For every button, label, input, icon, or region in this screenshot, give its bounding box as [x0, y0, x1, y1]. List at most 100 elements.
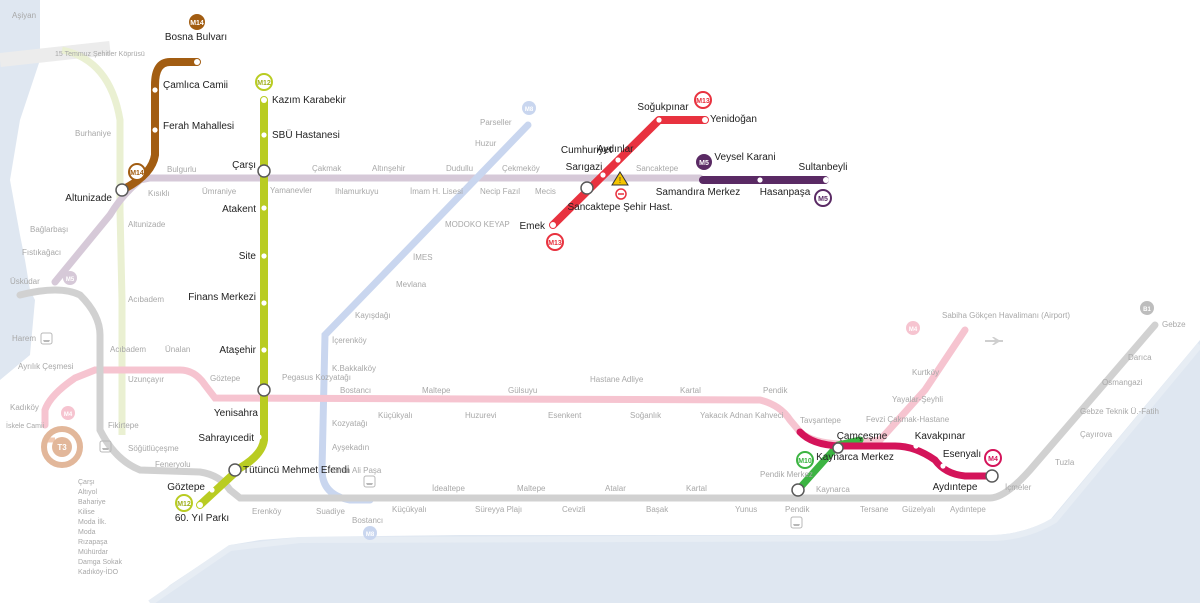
- airport-icon: [985, 337, 1003, 345]
- no-entry-icon: [615, 188, 627, 200]
- label-atasehir[interactable]: Ataşehir: [219, 345, 256, 356]
- label-sarigazi[interactable]: Sarıgazi: [566, 162, 603, 173]
- svg-text:Gebze Teknik Ü.-Fatih: Gebze Teknik Ü.-Fatih: [1080, 407, 1159, 416]
- svg-text:Uzunçayır: Uzunçayır: [128, 375, 164, 384]
- svg-text:M4: M4: [64, 412, 73, 418]
- svg-text:Feneryolu: Feneryolu: [155, 460, 191, 469]
- label-goztepe[interactable]: Göztepe: [167, 482, 205, 493]
- svg-text:İmam H. Lisesi: İmam H. Lisesi: [410, 187, 463, 196]
- svg-text:Kurtköy: Kurtköy: [912, 368, 939, 377]
- label-finans-merkezi[interactable]: Finans Merkezi: [188, 292, 256, 303]
- svg-text:M4: M4: [988, 456, 998, 463]
- svg-text:B1: B1: [1143, 307, 1151, 313]
- svg-text:Necip Fazıl: Necip Fazıl: [480, 187, 520, 196]
- badge-m5-left: M5: [696, 154, 712, 170]
- svg-text:Dudullu: Dudullu: [446, 164, 473, 173]
- svg-text:T3: T3: [57, 443, 67, 452]
- label-emek[interactable]: Emek: [519, 221, 546, 232]
- svg-text:Pendik: Pendik: [785, 505, 810, 514]
- badge-m12-bottom: M12: [175, 494, 193, 512]
- station-dots: [152, 59, 946, 508]
- svg-text:Yayalar-Şeyhli: Yayalar-Şeyhli: [892, 395, 943, 404]
- badge-m5-right: M5: [814, 189, 832, 207]
- svg-text:Huzur: Huzur: [475, 139, 497, 148]
- svg-text:Kartal: Kartal: [686, 484, 707, 493]
- station-carsi-transfer[interactable]: [257, 164, 271, 178]
- svg-text:Maltepe: Maltepe: [517, 484, 546, 493]
- svg-text:Ümraniye: Ümraniye: [202, 187, 237, 196]
- label-sancaktepe-sehir-hast[interactable]: Sancaktepe Şehir Hast.: [567, 202, 672, 213]
- label-site[interactable]: Site: [239, 251, 257, 262]
- badge-b1: B1: [1140, 301, 1154, 315]
- ferry-icon-bostanci: [363, 475, 376, 488]
- svg-text:Pegasus Kozyatağı: Pegasus Kozyatağı: [282, 373, 351, 382]
- label-sultanbeyli[interactable]: Sultanbeyli: [799, 162, 848, 173]
- label-sbu-hastanesi[interactable]: SBÜ Hastanesi: [272, 129, 340, 141]
- label-kaynarca-merkez[interactable]: Kaynarca Merkez: [816, 452, 894, 463]
- svg-text:Bostancı: Bostancı: [340, 386, 371, 395]
- label-atakent[interactable]: Atakent: [222, 204, 256, 215]
- badge-m13-bottom: M13: [546, 233, 564, 251]
- svg-text:Göztepe: Göztepe: [210, 374, 241, 383]
- svg-text:Tavşantepe: Tavşantepe: [800, 416, 841, 425]
- svg-text:Pendik: Pendik: [763, 386, 788, 395]
- label-aydintepe[interactable]: Aydıntepe: [933, 482, 978, 493]
- svg-text:İdealtepe: İdealtepe: [432, 484, 465, 493]
- svg-text:Sabiha Gökçen Havalimanı (Airp: Sabiha Gökçen Havalimanı (Airport): [942, 311, 1070, 320]
- label-esenyali[interactable]: Esenyalı: [943, 449, 981, 460]
- station-altunizade-transfer[interactable]: [115, 183, 129, 197]
- label-60-yil-parki[interactable]: 60. Yıl Parkı: [175, 513, 229, 524]
- svg-text:Gülsuyu: Gülsuyu: [508, 386, 537, 395]
- svg-text:Pendik Merkez: Pendik Merkez: [760, 470, 813, 479]
- svg-text:Bostancı: Bostancı: [352, 516, 383, 525]
- svg-text:Kartal: Kartal: [680, 386, 701, 395]
- label-tutuncu-mehmet-efendi[interactable]: Tütüncü Mehmet Efendi: [243, 465, 349, 476]
- label-veysel-karani[interactable]: Veysel Karani: [714, 152, 775, 163]
- svg-text:Emin Ali Paşa: Emin Ali Paşa: [332, 466, 382, 475]
- svg-text:Burhaniye: Burhaniye: [75, 129, 112, 138]
- svg-text:Kadıköy: Kadıköy: [10, 403, 39, 412]
- active-labels: Bosna Bulvarı Çamlıca Camii Ferah Mahall…: [65, 32, 981, 524]
- svg-text:Ünalan: Ünalan: [165, 345, 190, 354]
- svg-text:Mecis: Mecis: [535, 187, 556, 196]
- label-sahrayicedit[interactable]: Sahrayıcedit: [198, 433, 254, 444]
- svg-text:Çakmak: Çakmak: [312, 164, 342, 173]
- station-pendik-transfer[interactable]: [791, 483, 805, 497]
- label-hasanpasa[interactable]: Hasanpaşa: [760, 187, 811, 198]
- label-camcesme[interactable]: Çamçeşme: [837, 431, 888, 442]
- label-yenisahra[interactable]: Yenisahra: [214, 408, 259, 419]
- label-ferah-mahallesi[interactable]: Ferah Mahallesi: [163, 121, 234, 132]
- label-bosna-bulvari[interactable]: Bosna Bulvarı: [165, 32, 227, 43]
- svg-text:Küçükyalı: Küçükyalı: [392, 505, 427, 514]
- svg-text:Altunizade: Altunizade: [128, 220, 166, 229]
- label-camlica-camii[interactable]: Çamlıca Camii: [163, 80, 228, 91]
- svg-text:Sancaktepe: Sancaktepe: [636, 164, 679, 173]
- label-aydinlar[interactable]: Aydınlar: [597, 144, 634, 155]
- label-carsi[interactable]: Çarşı: [232, 160, 256, 171]
- svg-text:Acıbadem: Acıbadem: [128, 295, 164, 304]
- label-samandira-merkez[interactable]: Samandıra Merkez: [656, 187, 740, 198]
- svg-text:İMES: İMES: [413, 253, 433, 262]
- station-goztepe-transfer[interactable]: [228, 463, 242, 477]
- badge-m8-bottom: M8: [363, 526, 377, 540]
- label-altunizade[interactable]: Altunizade: [65, 193, 112, 204]
- station-sarigazi-transfer[interactable]: [580, 181, 594, 195]
- label-sogukpinar[interactable]: Soğukpınar: [637, 102, 689, 113]
- svg-text:Acıbadem: Acıbadem: [110, 345, 146, 354]
- station-kaynarca-merkez-transfer[interactable]: [832, 442, 844, 454]
- svg-text:M12: M12: [177, 501, 191, 508]
- svg-text:M12: M12: [257, 80, 271, 87]
- svg-text:Güzelyalı: Güzelyalı: [902, 505, 935, 514]
- label-kavakpinar[interactable]: Kavakpınar: [915, 431, 966, 442]
- station-yenisahra-transfer[interactable]: [257, 383, 271, 397]
- ferry-icon-kadikoy: [99, 440, 112, 453]
- svg-text:M13: M13: [548, 240, 562, 247]
- svg-text:Süreyya Plajı: Süreyya Plajı: [475, 505, 522, 514]
- line-m4: [796, 428, 996, 480]
- label-yenidogan[interactable]: Yenidoğan: [710, 114, 757, 125]
- label-kazim-karabekir[interactable]: Kazım Karabekir: [272, 95, 347, 106]
- label-cumhuriyet[interactable]: Cumhuriyet: [561, 145, 612, 156]
- station-aydintepe-transfer[interactable]: [985, 469, 999, 483]
- svg-text:Fevzi Çakmak-Hastane: Fevzi Çakmak-Hastane: [866, 415, 950, 424]
- badge-m4-old-left: M4: [61, 406, 75, 420]
